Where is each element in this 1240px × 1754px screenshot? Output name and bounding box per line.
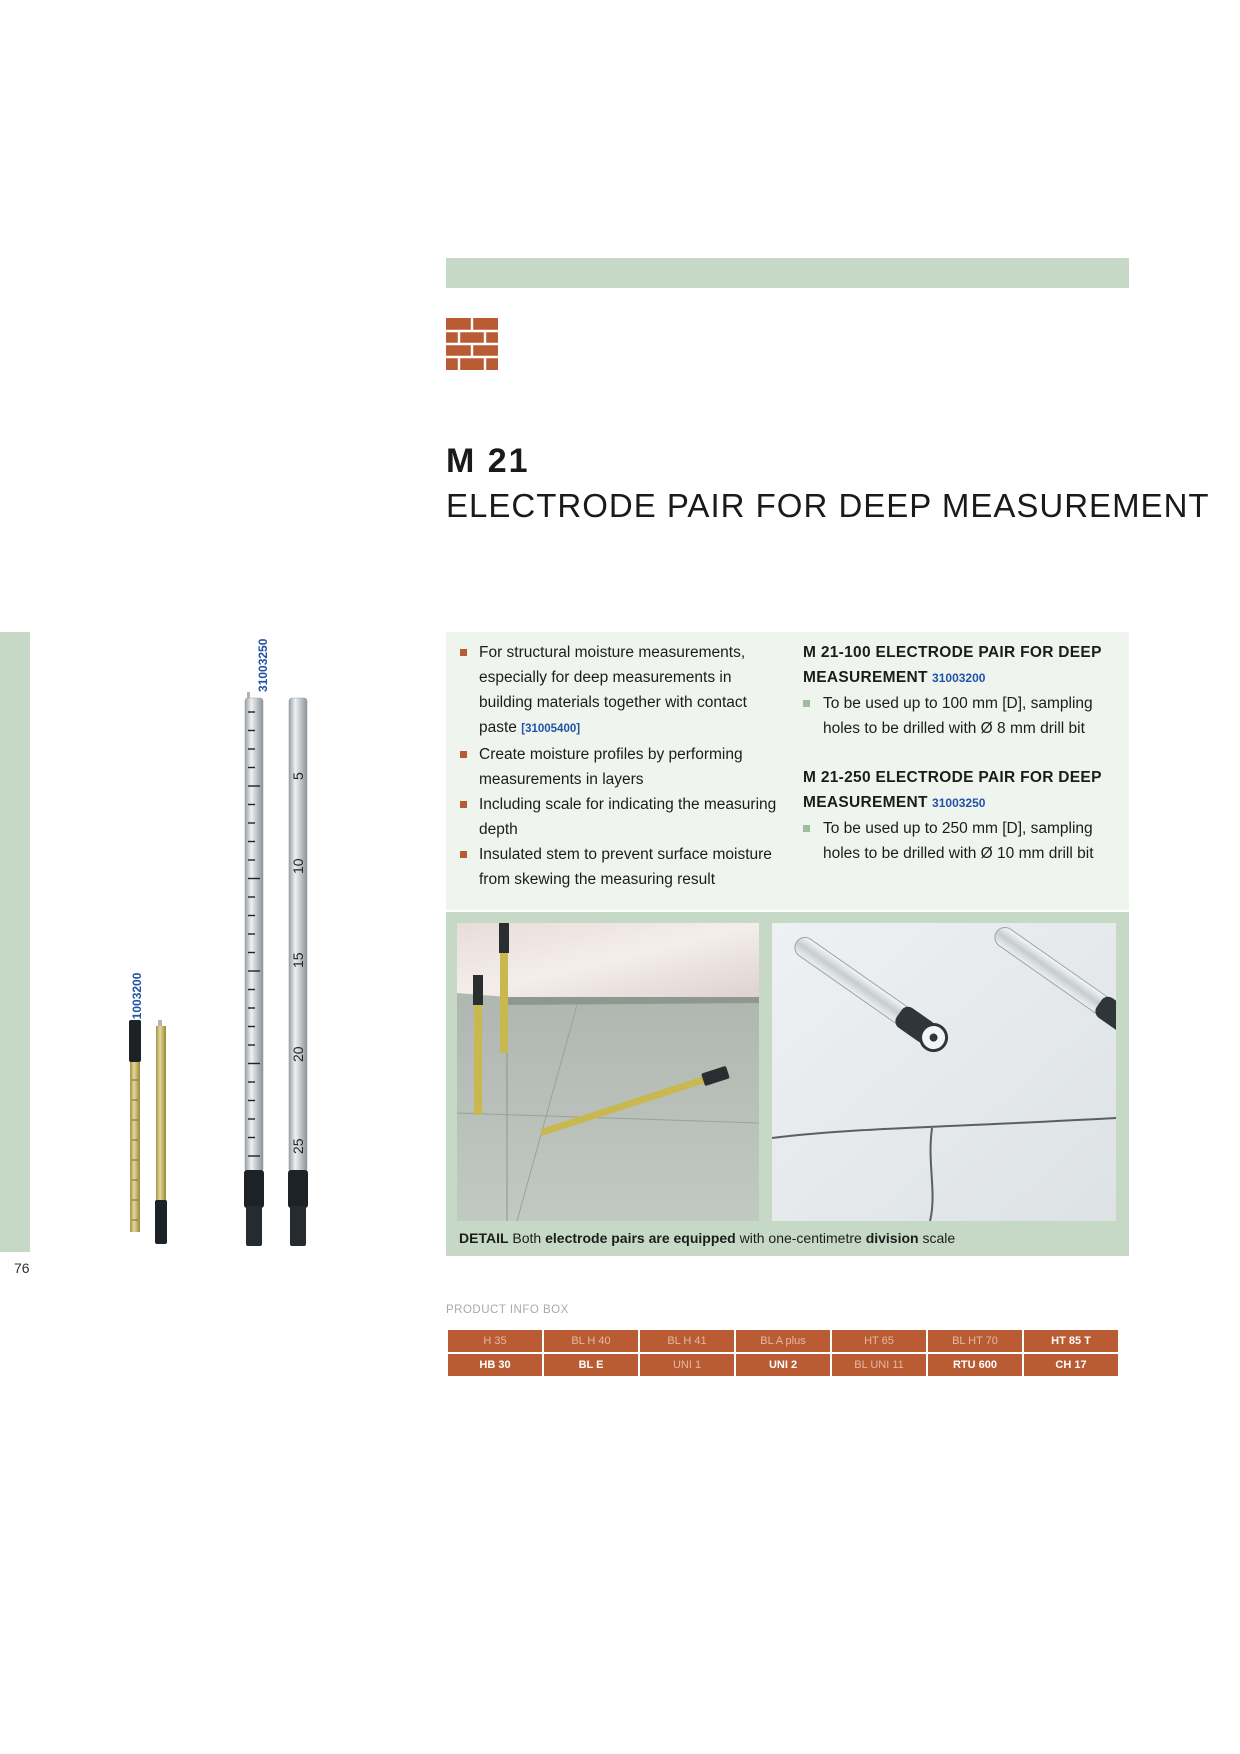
electrodes-in-wall-photo — [772, 923, 1116, 1221]
variant-m21-100: M 21-100 ELECTRODE PAIR FOR DEEP MEASURE… — [803, 640, 1125, 741]
page-number: 76 — [14, 1260, 30, 1276]
electrodes-in-floor-photo — [457, 923, 759, 1221]
feature-item: For structural moisture measurements, es… — [460, 640, 780, 742]
product-info-table: H 35 BL H 40 BL H 41 BL A plus HT 65 BL … — [446, 1328, 1120, 1378]
variant-description: To be used up to 100 mm [D], sampling ho… — [803, 691, 1125, 741]
device-cell: BL H 40 — [544, 1330, 638, 1352]
device-cell: BL HT 70 — [928, 1330, 1022, 1352]
scale-label: 25 — [290, 1138, 306, 1154]
scale-label: 10 — [290, 858, 306, 874]
device-cell: UNI 2 — [736, 1354, 830, 1376]
device-cell: UNI 1 — [640, 1354, 734, 1376]
side-band — [0, 632, 30, 1252]
feature-item: Including scale for indicating the measu… — [460, 792, 780, 842]
variant-title: M 21-100 ELECTRODE PAIR FOR DEEP MEASURE… — [803, 644, 1102, 686]
feature-item: Create moisture profiles by performing m… — [460, 742, 780, 792]
device-cell: HT 65 — [832, 1330, 926, 1352]
device-cell: BL H 41 — [640, 1330, 734, 1352]
device-cell: BL UNI 11 — [832, 1354, 926, 1376]
variant-title: M 21-250 ELECTRODE PAIR FOR DEEP MEASURE… — [803, 769, 1102, 811]
article-number-long: 31003250 — [256, 638, 270, 692]
scale-label: 15 — [290, 952, 306, 968]
device-cell: CH 17 — [1024, 1354, 1118, 1376]
table-row: H 35 BL H 40 BL H 41 BL A plus HT 65 BL … — [448, 1330, 1118, 1352]
feature-list: For structural moisture measurements, es… — [460, 640, 780, 892]
brick-wall-icon — [446, 318, 498, 370]
device-cell: H 35 — [448, 1330, 542, 1352]
variant-m21-250: M 21-250 ELECTRODE PAIR FOR DEEP MEASURE… — [803, 765, 1125, 866]
scale-label: 5 — [290, 772, 306, 780]
device-cell: BL E — [544, 1354, 638, 1376]
table-row: HB 30 BL E UNI 1 UNI 2 BL UNI 11 RTU 600… — [448, 1354, 1118, 1376]
device-cell: RTU 600 — [928, 1354, 1022, 1376]
product-title: ELECTRODE PAIR FOR DEEP MEASUREMENT — [446, 487, 1210, 524]
article-number-short: 31003200 — [130, 972, 144, 1026]
long-electrode-pair-image: 5 10 15 20 25 — [244, 692, 308, 1246]
features-panel — [446, 632, 1129, 910]
variant-description: To be used up to 250 mm [D], sampling ho… — [803, 816, 1125, 866]
product-code: M 21 — [446, 442, 530, 480]
detail-caption: DETAIL Both electrode pairs are equipped… — [459, 1230, 956, 1246]
header-band — [446, 258, 1129, 288]
product-info-box-label: PRODUCT INFO BOX — [446, 1304, 569, 1316]
variant-code: 31003250 — [932, 796, 986, 810]
variant-code: 31003200 — [932, 671, 986, 685]
device-cell: HT 85 T — [1024, 1330, 1118, 1352]
contact-paste-code: [31005400] — [521, 723, 581, 735]
device-cell: BL A plus — [736, 1330, 830, 1352]
scale-label: 20 — [290, 1046, 306, 1062]
device-cell: HB 30 — [448, 1354, 542, 1376]
short-electrode-pair-image — [129, 1020, 167, 1244]
feature-item: Insulated stem to prevent surface moistu… — [460, 842, 780, 892]
